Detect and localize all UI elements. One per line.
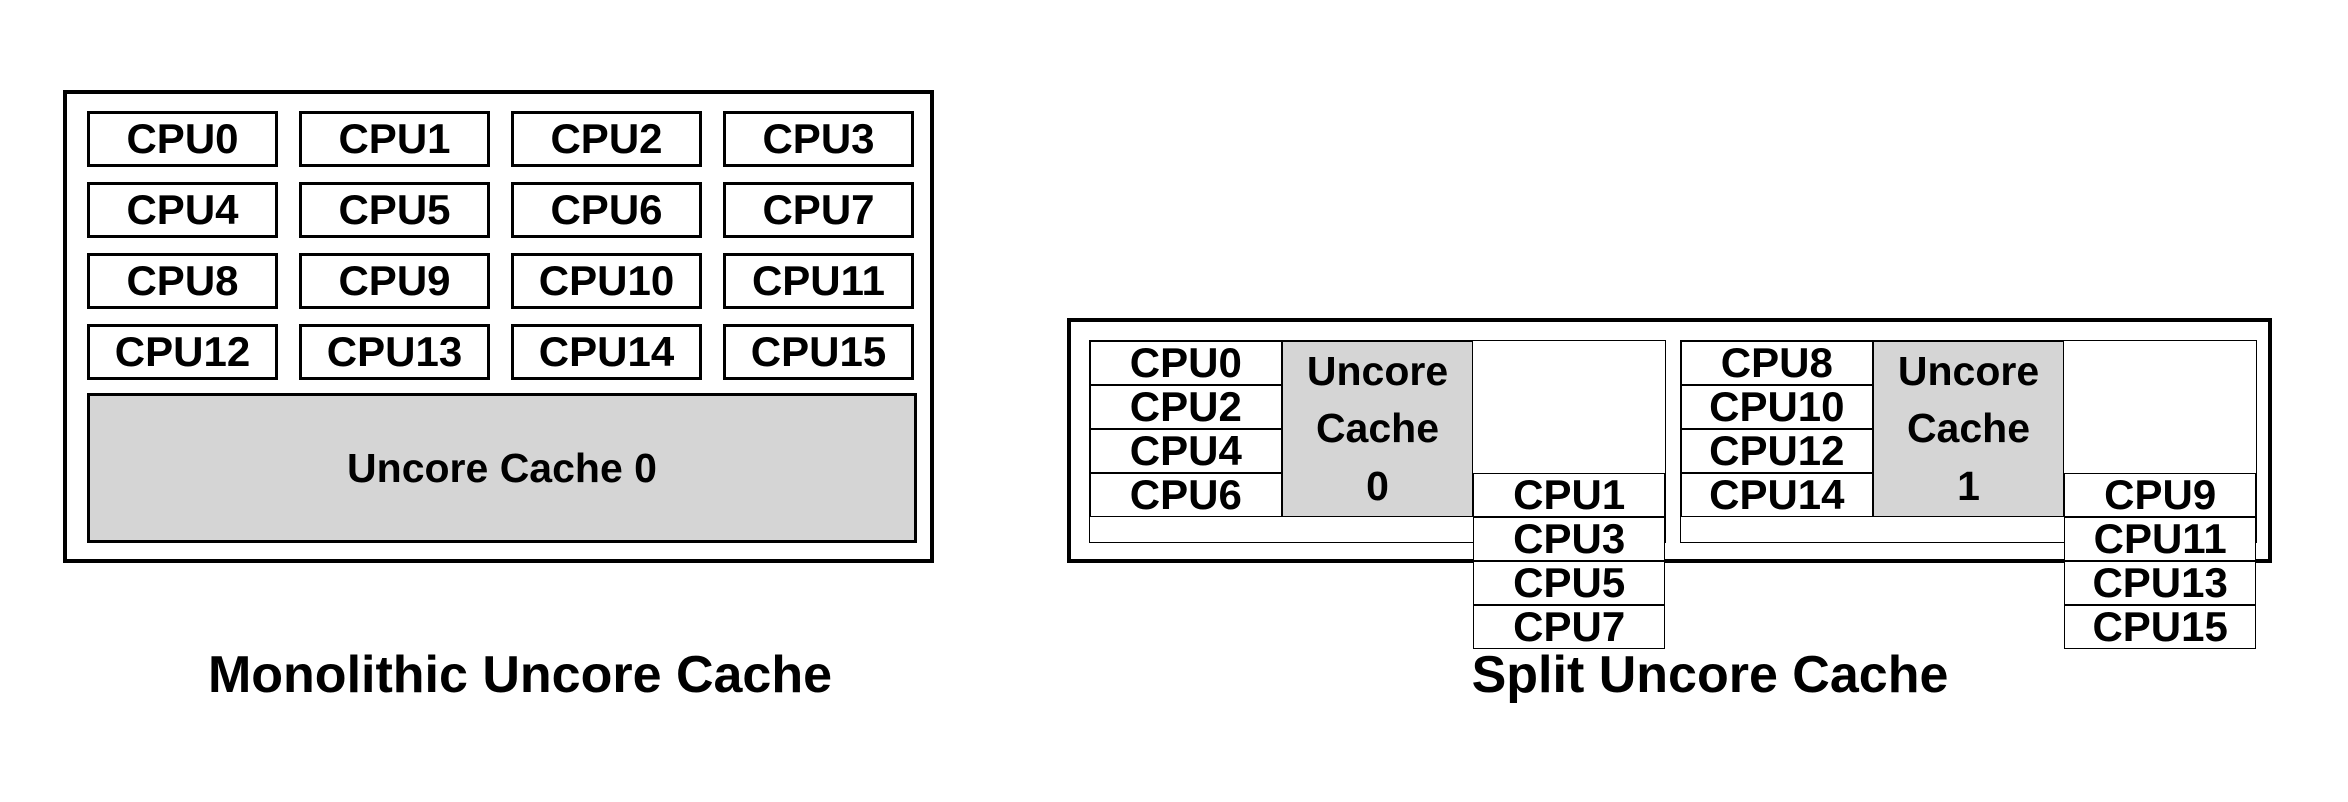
cpu-box-cpu8: CPU8 [1681,341,1873,385]
cpu-box-cpu11: CPU11 [723,253,914,309]
monolithic-caption: Monolithic Uncore Cache [207,646,833,704]
cpu-box-cpu6: CPU6 [511,182,702,238]
cpu-box-cpu11: CPU11 [2064,517,2256,561]
cpu-box-cpu14: CPU14 [511,324,702,380]
cpu-box-cpu5: CPU5 [299,182,490,238]
cpu-box-cpu12: CPU12 [87,324,278,380]
cpu-box-cpu2: CPU2 [1090,385,1282,429]
cpu-box-cpu13: CPU13 [299,324,490,380]
cpu-box-cpu9: CPU9 [299,253,490,309]
cpu-box-cpu4: CPU4 [1090,429,1282,473]
cpu-box-cpu7: CPU7 [1473,605,1665,649]
cpu-box-cpu1: CPU1 [1473,473,1665,517]
cpu-box-cpu10: CPU10 [1681,385,1873,429]
uncore-cache-0-box: Uncore Cache 0 [1281,341,1474,517]
cpu-box-cpu6: CPU6 [1090,473,1282,517]
cpu-box-cpu1: CPU1 [299,111,490,167]
cpu-box-cpu14: CPU14 [1681,473,1873,517]
cpu-box-cpu13: CPU13 [2064,561,2256,605]
cpu-box-cpu4: CPU4 [87,182,278,238]
cpu-box-cpu12: CPU12 [1681,429,1873,473]
cpu-box-cpu15: CPU15 [723,324,914,380]
cpu-box-cpu15: CPU15 [2064,605,2256,649]
cpu-box-cpu0: CPU0 [87,111,278,167]
cpu-box-cpu8: CPU8 [87,253,278,309]
cpu-box-cpu3: CPU3 [1473,517,1665,561]
uncore-cache-1-box: Uncore Cache 1 [1872,341,2065,517]
split-caption: Split Uncore Cache [1471,646,1949,704]
cpu-box-cpu7: CPU7 [723,182,914,238]
cpu-box-cpu5: CPU5 [1473,561,1665,605]
cpu-box-cpu2: CPU2 [511,111,702,167]
uncore-cache-0-monolithic-box: Uncore Cache 0 [87,393,917,543]
cpu-box-cpu0: CPU0 [1090,341,1282,385]
cpu-box-cpu3: CPU3 [723,111,914,167]
cpu-box-cpu10: CPU10 [511,253,702,309]
cpu-box-cpu9: CPU9 [2064,473,2256,517]
